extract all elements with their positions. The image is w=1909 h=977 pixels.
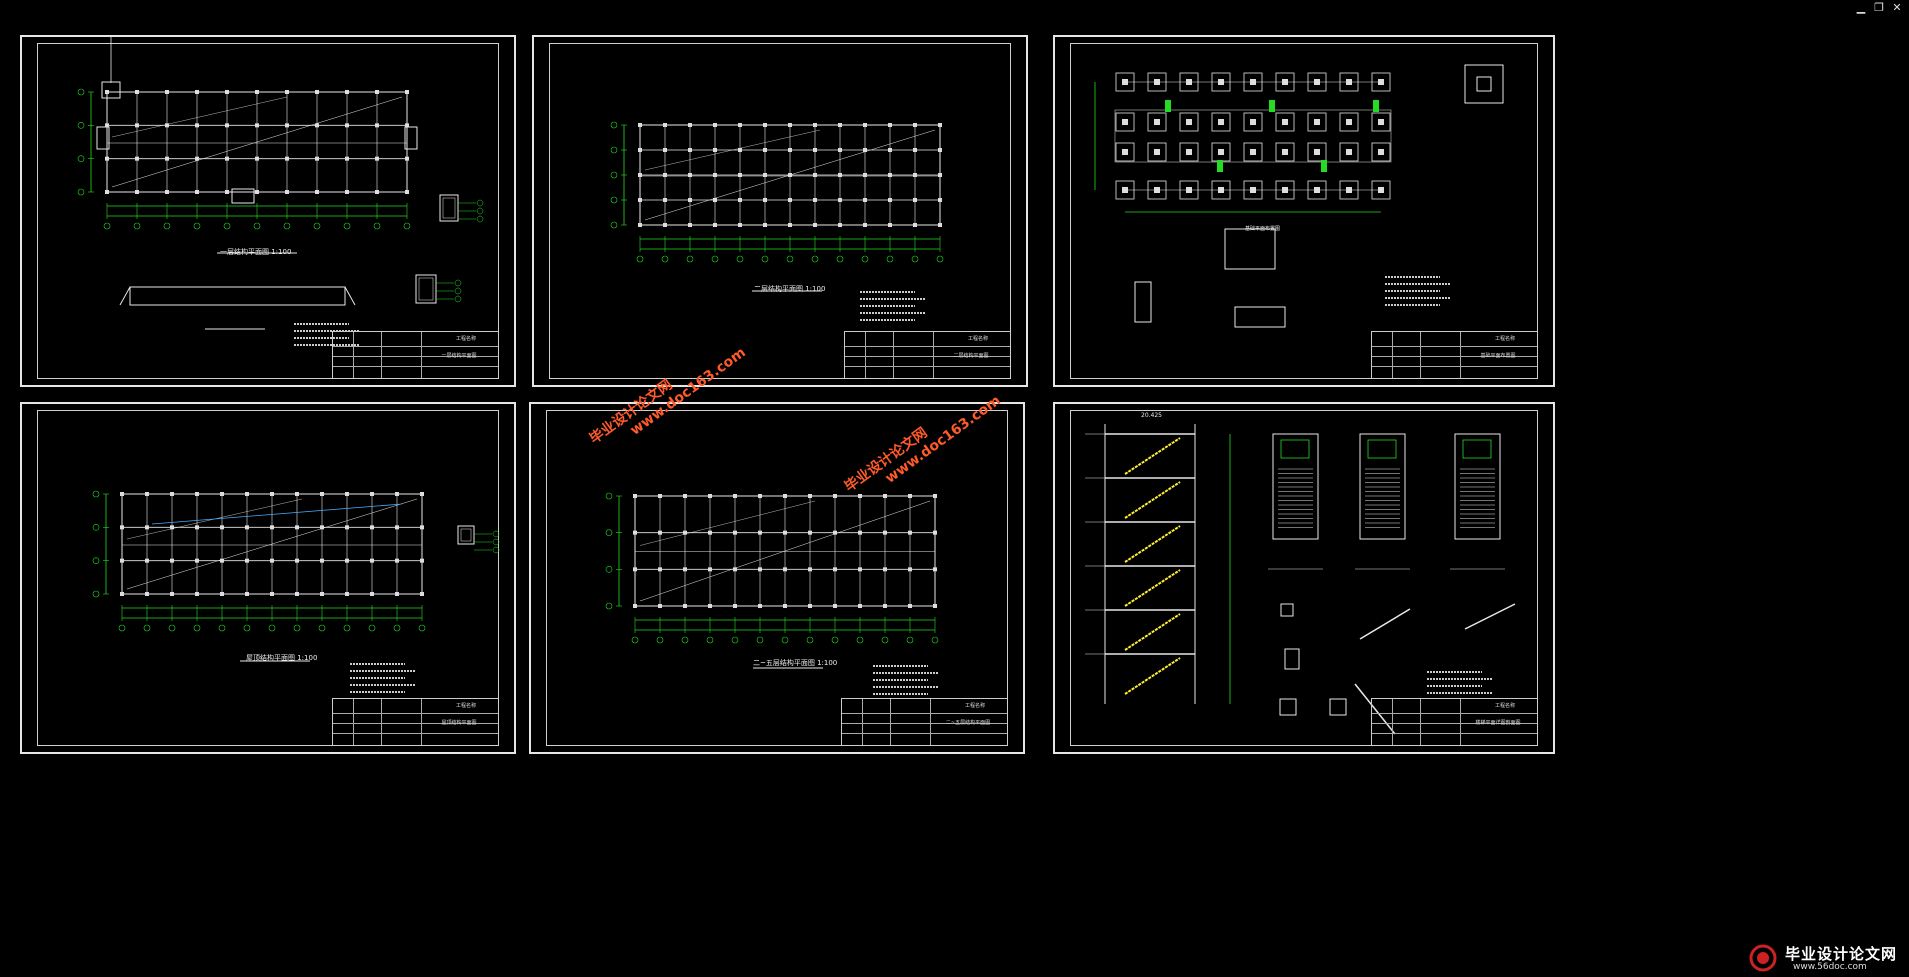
title-block-header: 工程名称 bbox=[1494, 703, 1515, 709]
sheet-inner-frame bbox=[37, 410, 499, 746]
title-block-title: 屋顶结构平面图 bbox=[441, 720, 477, 726]
close-icon[interactable]: ✕ bbox=[1892, 1, 1902, 14]
floor-plan-drawing bbox=[77, 37, 484, 346]
title-block-title: 二~五层结构平面图 bbox=[945, 720, 991, 726]
title-block: 工程名称 基础平面布置图 bbox=[1371, 331, 1537, 378]
sheet-caption: 基础平面布置图 bbox=[1245, 226, 1281, 232]
floor-plan-drawing bbox=[605, 492, 939, 695]
title-block-title: 一层结构平面图 bbox=[441, 353, 477, 359]
stair-elevation-label: 20.425 bbox=[1141, 412, 1162, 419]
drawing-sheet-2[interactable]: 二层结构平面图 1:100 工程名称 二层结构平面图 bbox=[532, 35, 1028, 387]
restore-icon[interactable]: ❐ bbox=[1874, 1, 1884, 14]
title-block-header: 工程名称 bbox=[964, 703, 985, 709]
title-block-header: 工程名称 bbox=[967, 336, 988, 342]
floor-plan-drawing bbox=[610, 121, 944, 321]
sheet-caption: 一层结构平面图 1:100 bbox=[220, 248, 292, 256]
window-controls: ▁ ❐ ✕ bbox=[1855, 0, 1903, 16]
sheet-inner-frame bbox=[1070, 43, 1538, 379]
logo-url: www.56doc.com bbox=[1793, 962, 1867, 972]
title-block-header: 工程名称 bbox=[455, 703, 476, 709]
logo-emblem-icon bbox=[1749, 944, 1777, 972]
title-block-title: 楼梯平面详图剖面图 bbox=[1475, 720, 1521, 726]
title-block-title: 基础平面布置图 bbox=[1480, 353, 1516, 359]
sheet-caption: 二~五层结构平面图 1:100 bbox=[753, 659, 838, 667]
sheet-inner-frame bbox=[37, 43, 499, 379]
drawing-sheet-5[interactable]: 二~五层结构平面图 1:100 工程名称 二~五层结构平面图 bbox=[529, 402, 1025, 754]
drawing-sheet-3[interactable]: 基础平面布置图 工程名称 基础平面布置图 bbox=[1053, 35, 1555, 387]
title-block-header: 工程名称 bbox=[455, 336, 476, 342]
title-block-title: 二层结构平面图 bbox=[953, 353, 989, 359]
title-block: 工程名称 屋顶结构平面图 bbox=[332, 698, 498, 745]
drawing-sheet-6[interactable]: 20.425 工程名称 楼梯平面详图剖面图 bbox=[1053, 402, 1555, 754]
minimize-icon[interactable]: ▁ bbox=[1856, 1, 1866, 14]
title-block: 工程名称 一层结构平面图 bbox=[332, 331, 498, 378]
roof-plan-drawing bbox=[92, 490, 500, 693]
logo-name: 毕业设计论文网 bbox=[1785, 945, 1898, 963]
site-logo[interactable]: 毕业设计论文网 www.56doc.com bbox=[1745, 943, 1905, 973]
sheet-caption: 屋顶结构平面图 1:100 bbox=[246, 654, 318, 662]
drawing-sheet-1[interactable]: 一层结构平面图 1:100 工程名称 一层结构平面图 bbox=[20, 35, 516, 387]
title-block: 工程名称 二层结构平面图 bbox=[844, 331, 1010, 378]
foundation-plan-drawing bbox=[1094, 64, 1504, 328]
title-block-header: 工程名称 bbox=[1494, 336, 1515, 342]
sheet-inner-frame bbox=[1070, 410, 1538, 746]
title-block: 工程名称 二~五层结构平面图 bbox=[841, 698, 1007, 745]
title-block: 工程名称 楼梯平面详图剖面图 bbox=[1371, 698, 1537, 745]
sheet-caption: 二层结构平面图 1:100 bbox=[754, 285, 826, 293]
sheet-inner-frame bbox=[549, 43, 1011, 379]
drawing-sheet-4[interactable]: 屋顶结构平面图 1:100 工程名称 屋顶结构平面图 bbox=[20, 402, 516, 754]
stair-detail-drawing bbox=[1085, 424, 1516, 735]
sheet-inner-frame bbox=[546, 410, 1008, 746]
